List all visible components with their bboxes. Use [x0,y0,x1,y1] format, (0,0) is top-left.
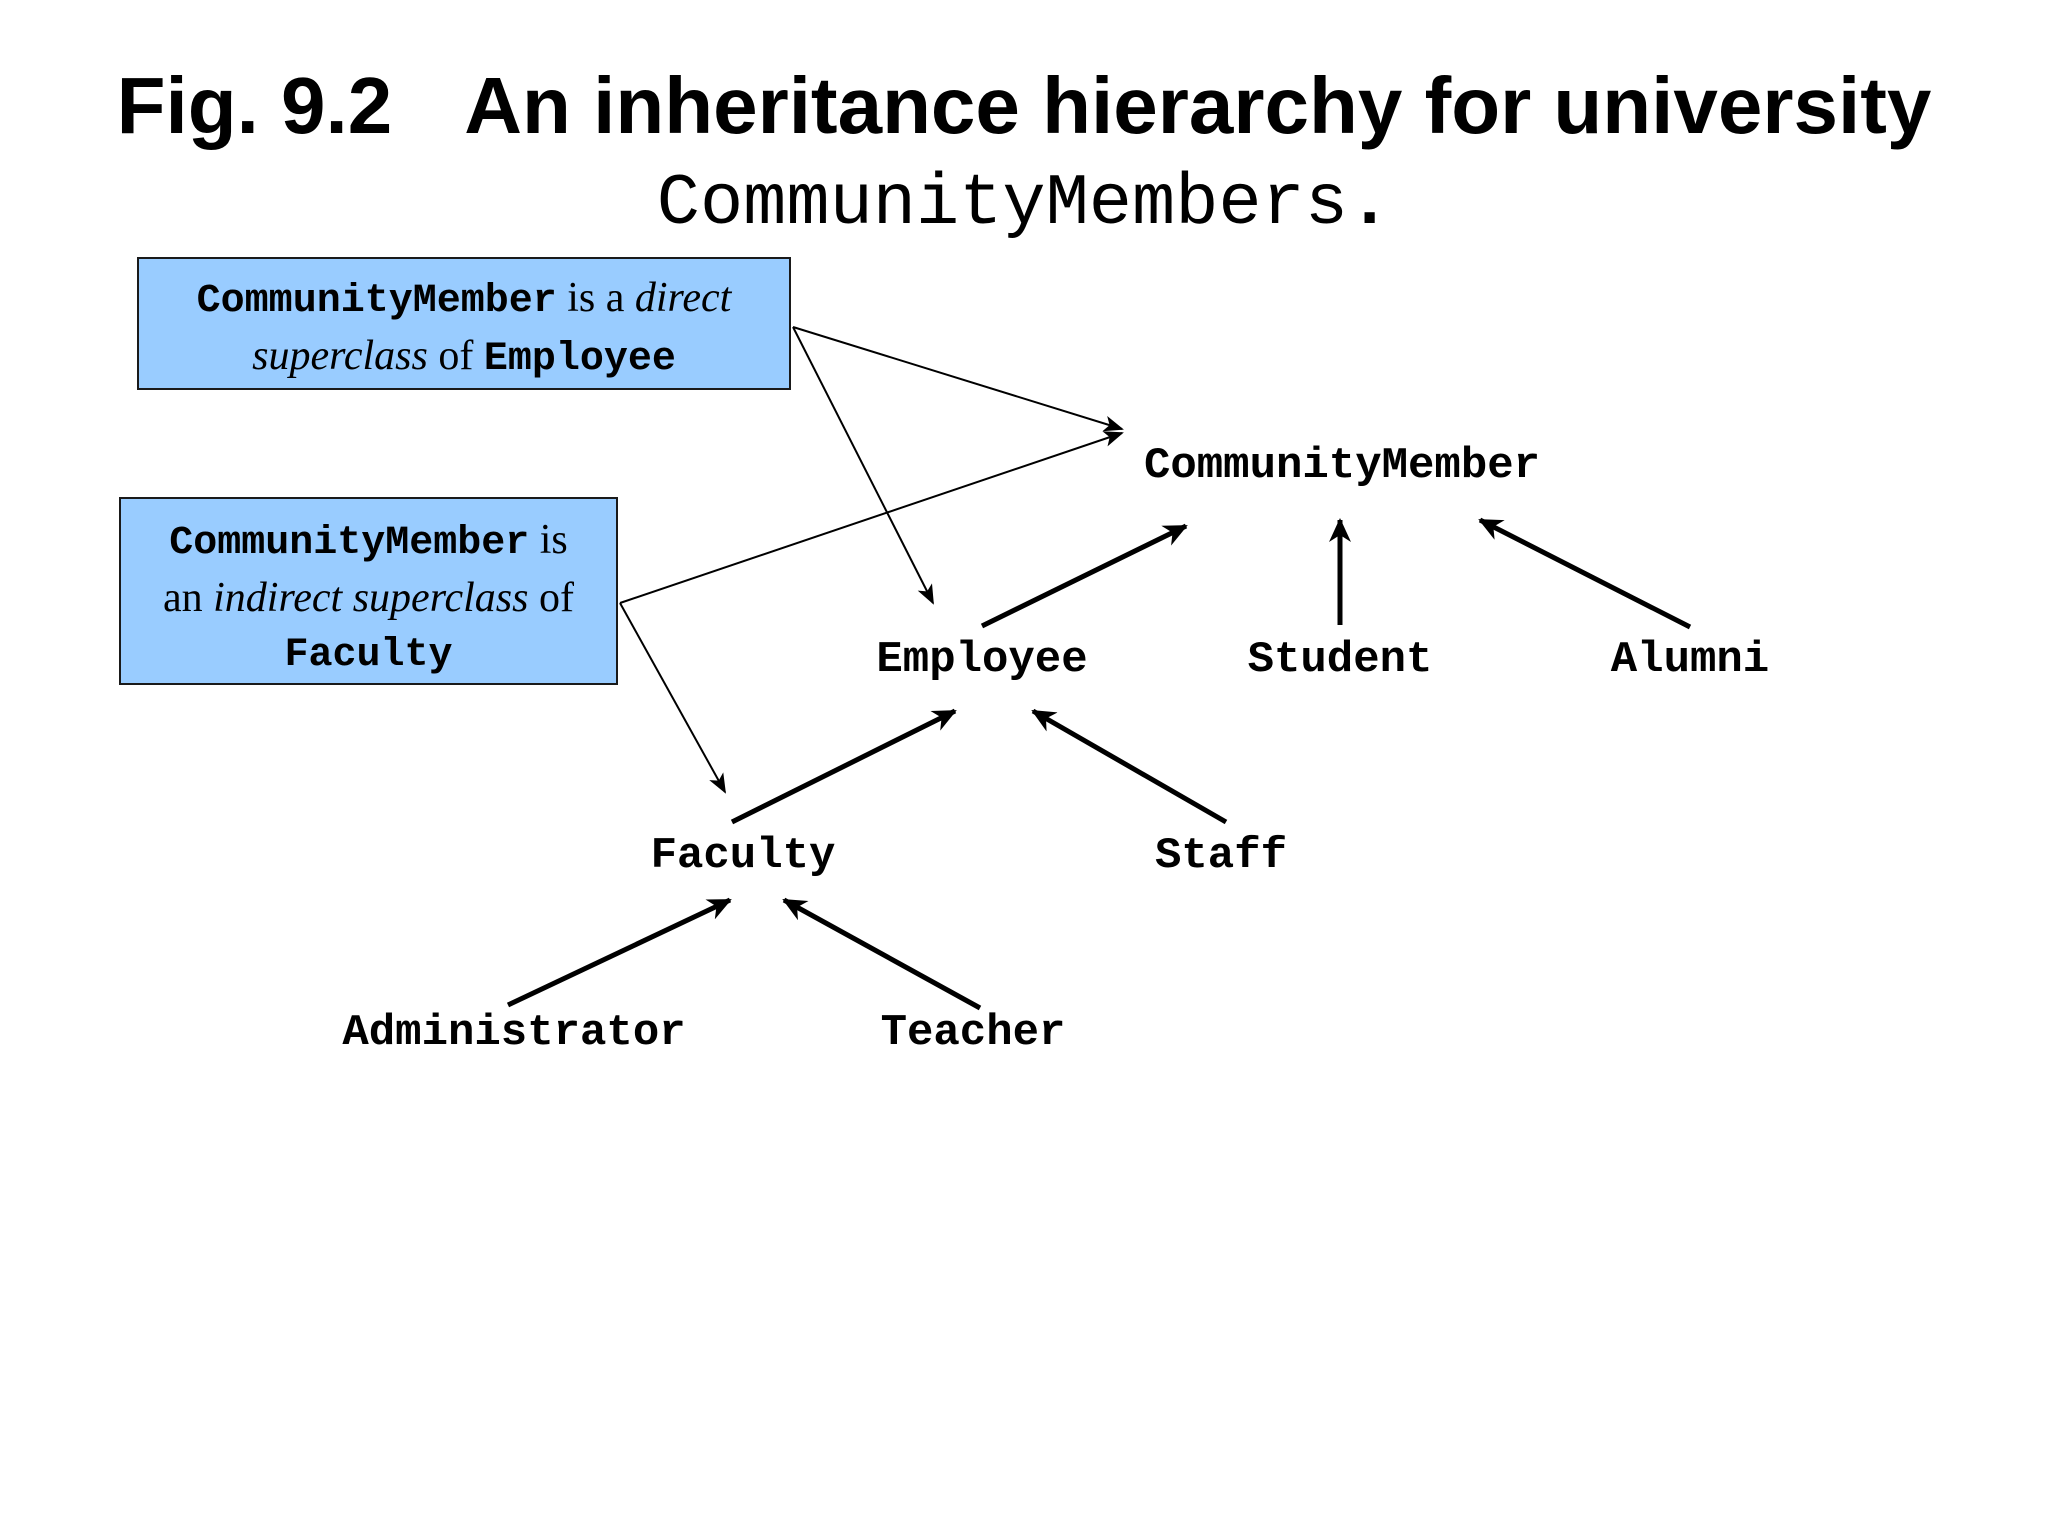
edge-administrator-to-faculty [506,897,732,1008]
node-employee: Employee [876,635,1088,685]
callout-direct-line-2: superclass of Employee [139,329,789,387]
figure-title: Fig. 9.2 An inheritance hierarchy for uni… [0,58,2048,154]
edge-employee-to-communitymember [980,523,1188,629]
edge-alumni-to-communitymember [1478,517,1692,630]
pointer-callout-direct-to-communitymember [792,326,1124,432]
figure-number: Fig. 9.2 [116,61,393,150]
callout-indirect-text-3: of [528,575,574,621]
node-teacher: Teacher [880,1008,1066,1058]
callout-indirect-superclass: CommunityMember is an indirect superclas… [119,497,618,685]
callout-direct-text-2: of [427,333,484,379]
node-staff: Staff [1154,831,1288,881]
callout-indirect-text-2: an [162,575,214,621]
node-faculty: Faculty [650,831,836,881]
callout-direct-target: Employee [483,337,676,382]
callout-indirect-target: Faculty [284,633,453,678]
node-alumni: Alumni [1610,635,1770,685]
callout-indirect-line-2: an indirect superclass of [121,571,616,625]
callout-direct-superclass: CommunityMember is a direct superclass o… [137,257,791,390]
pointer-callout-indirect-to-communitymember [619,431,1124,604]
figure-title-class-line: CommunityMembers. [0,160,2048,248]
node-student: Student [1247,635,1433,685]
callout-direct-class: CommunityMember [196,279,557,324]
figure-title-period: . [1348,163,1392,245]
figure-title-class-name: CommunityMembers [656,163,1349,245]
edge-teacher-to-faculty [782,897,982,1011]
edge-faculty-to-employee [730,708,957,825]
callout-direct-emphasis-2: superclass [252,333,428,379]
callout-direct-emphasis-1: direct [634,275,732,321]
figure-caption: An inheritance hierarchy for university [464,61,1932,150]
node-administrator: Administrator [342,1008,686,1058]
pointer-callout-indirect-to-faculty [619,602,726,794]
callout-indirect-line-1: CommunityMember is [121,513,616,571]
callout-indirect-emphasis: indirect superclass [213,575,529,621]
inheritance-edges [506,517,1692,1011]
callout-indirect-line-3: Faculty [121,625,616,683]
callout-pointers [619,326,1124,794]
callout-direct-line-1: CommunityMember is a direct [139,271,789,329]
edge-staff-to-employee [1031,708,1228,825]
callout-indirect-text-1: is [529,517,568,563]
callout-direct-text-1: is a [556,275,635,321]
node-communitymember: CommunityMember [1143,441,1541,491]
pointer-callout-direct-to-employee [792,326,934,605]
callout-indirect-class: CommunityMember [169,521,530,566]
